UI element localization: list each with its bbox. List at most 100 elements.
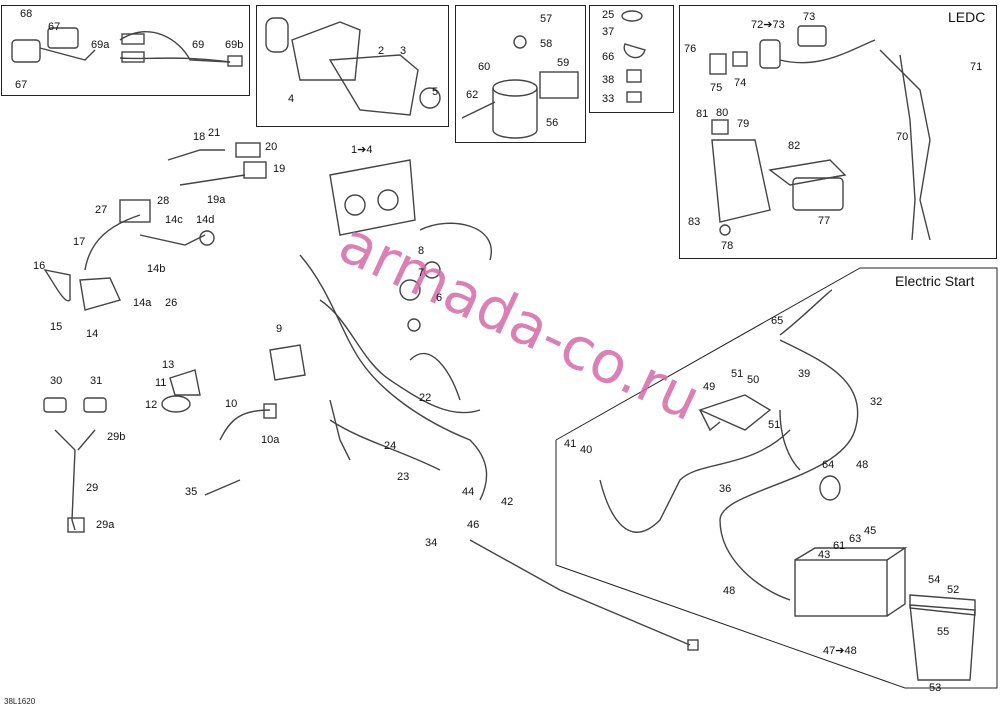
callout-28: 28 (157, 195, 170, 207)
callout-33: 33 (602, 93, 615, 105)
callout-63: 63 (849, 533, 862, 545)
section-title-electric-start: Electric Start (895, 273, 975, 289)
callout-61: 61 (833, 540, 846, 552)
drawing-code: 38L1620 (4, 697, 36, 706)
callout-48: 48 (723, 585, 736, 597)
callout-69: 69 (192, 39, 205, 51)
callout-56: 56 (546, 117, 559, 129)
callout-42: 42 (501, 496, 514, 508)
callout-38: 38 (602, 74, 615, 86)
callout-82: 82 (788, 140, 801, 152)
callout-78: 78 (721, 240, 734, 252)
callout-8: 8 (418, 245, 425, 257)
callout-3: 3 (400, 45, 407, 57)
callout-58: 58 (540, 38, 553, 50)
callout-41: 41 (564, 438, 577, 450)
callout-14: 14 (86, 328, 99, 340)
callout-50: 50 (747, 374, 760, 386)
callout-81: 81 (696, 108, 709, 120)
callout-74: 74 (734, 77, 747, 89)
detail-box-gauge (256, 5, 449, 127)
callout-71: 71 (970, 61, 983, 73)
detail-box-small-parts (589, 5, 674, 113)
callout-29: 29 (86, 482, 99, 494)
callout-18: 18 (193, 131, 206, 143)
callout-14b: 14b (147, 263, 166, 275)
callout-26: 26 (165, 297, 178, 309)
callout-65: 65 (771, 315, 784, 327)
callout-52: 52 (947, 584, 960, 596)
callout-24: 24 (384, 440, 397, 452)
callout-47-to-48: 47➔48 (823, 645, 857, 657)
callout-37: 37 (602, 26, 615, 38)
callout-1-to-4: 1➔4 (351, 144, 373, 156)
callout-14d: 14d (196, 214, 215, 226)
section-title-ledc: LEDC (948, 9, 986, 25)
callout-31: 31 (90, 375, 103, 387)
callout-4: 4 (288, 93, 295, 105)
callout-19a: 19a (207, 194, 226, 206)
callout-75: 75 (710, 82, 723, 94)
callout-51: 51 (731, 368, 744, 380)
detail-box-handlebar-switch (1, 5, 250, 96)
callout-80: 80 (716, 107, 729, 119)
callout-7: 7 (418, 267, 425, 279)
callout-64: 64 (822, 459, 835, 471)
callout-60: 60 (478, 61, 491, 73)
callout-53: 53 (929, 682, 942, 694)
callout-22: 22 (419, 392, 432, 404)
callout-36: 36 (719, 483, 732, 495)
callout-29a: 29a (96, 519, 115, 531)
callout-21: 21 (208, 127, 221, 139)
callout-43: 43 (818, 549, 831, 561)
callout-30: 30 (50, 375, 63, 387)
callout-46: 46 (467, 519, 480, 531)
callout-67: 67 (15, 79, 28, 91)
callout-32: 32 (870, 396, 883, 408)
callout-73: 73 (803, 11, 816, 23)
callout-72-to-73: 72➔73 (751, 19, 785, 31)
callout-79: 79 (737, 118, 750, 130)
callout-20: 20 (265, 141, 278, 153)
callout-45: 45 (864, 525, 877, 537)
callout-23: 23 (397, 471, 410, 483)
callout-67: 67 (48, 21, 61, 33)
callout-27: 27 (95, 204, 108, 216)
callout-51: 51 (768, 419, 781, 431)
callout-55: 55 (937, 626, 950, 638)
callout-77: 77 (818, 215, 831, 227)
callout-49: 49 (703, 381, 716, 393)
callout-19: 19 (273, 163, 286, 175)
callout-39: 39 (798, 368, 811, 380)
callout-13: 13 (162, 359, 175, 371)
callout-69b: 69b (225, 39, 244, 51)
callout-17: 17 (73, 236, 86, 248)
callout-14a: 14a (133, 297, 152, 309)
detail-box-fuel-pump (455, 5, 586, 143)
callout-40: 40 (580, 444, 593, 456)
callout-10: 10 (225, 398, 238, 410)
callout-2: 2 (378, 45, 385, 57)
callout-69a: 69a (91, 39, 110, 51)
callout-34: 34 (425, 537, 438, 549)
callout-83: 83 (688, 216, 701, 228)
callout-44: 44 (462, 486, 475, 498)
callout-10a: 10a (261, 434, 280, 446)
callout-12: 12 (145, 399, 158, 411)
callout-14c: 14c (165, 214, 183, 226)
callout-76: 76 (684, 43, 697, 55)
callout-29b: 29b (107, 431, 126, 443)
callout-16: 16 (33, 260, 46, 272)
callout-11: 11 (155, 377, 167, 389)
detail-box-ledc (679, 5, 997, 259)
callout-25: 25 (602, 9, 615, 21)
callout-62: 62 (466, 89, 479, 101)
callout-57: 57 (540, 13, 553, 25)
callout-48: 48 (856, 459, 869, 471)
callout-54: 54 (928, 574, 941, 586)
callout-35: 35 (185, 486, 198, 498)
callout-66: 66 (602, 51, 615, 63)
callout-70: 70 (896, 131, 909, 143)
callout-59: 59 (557, 57, 570, 69)
